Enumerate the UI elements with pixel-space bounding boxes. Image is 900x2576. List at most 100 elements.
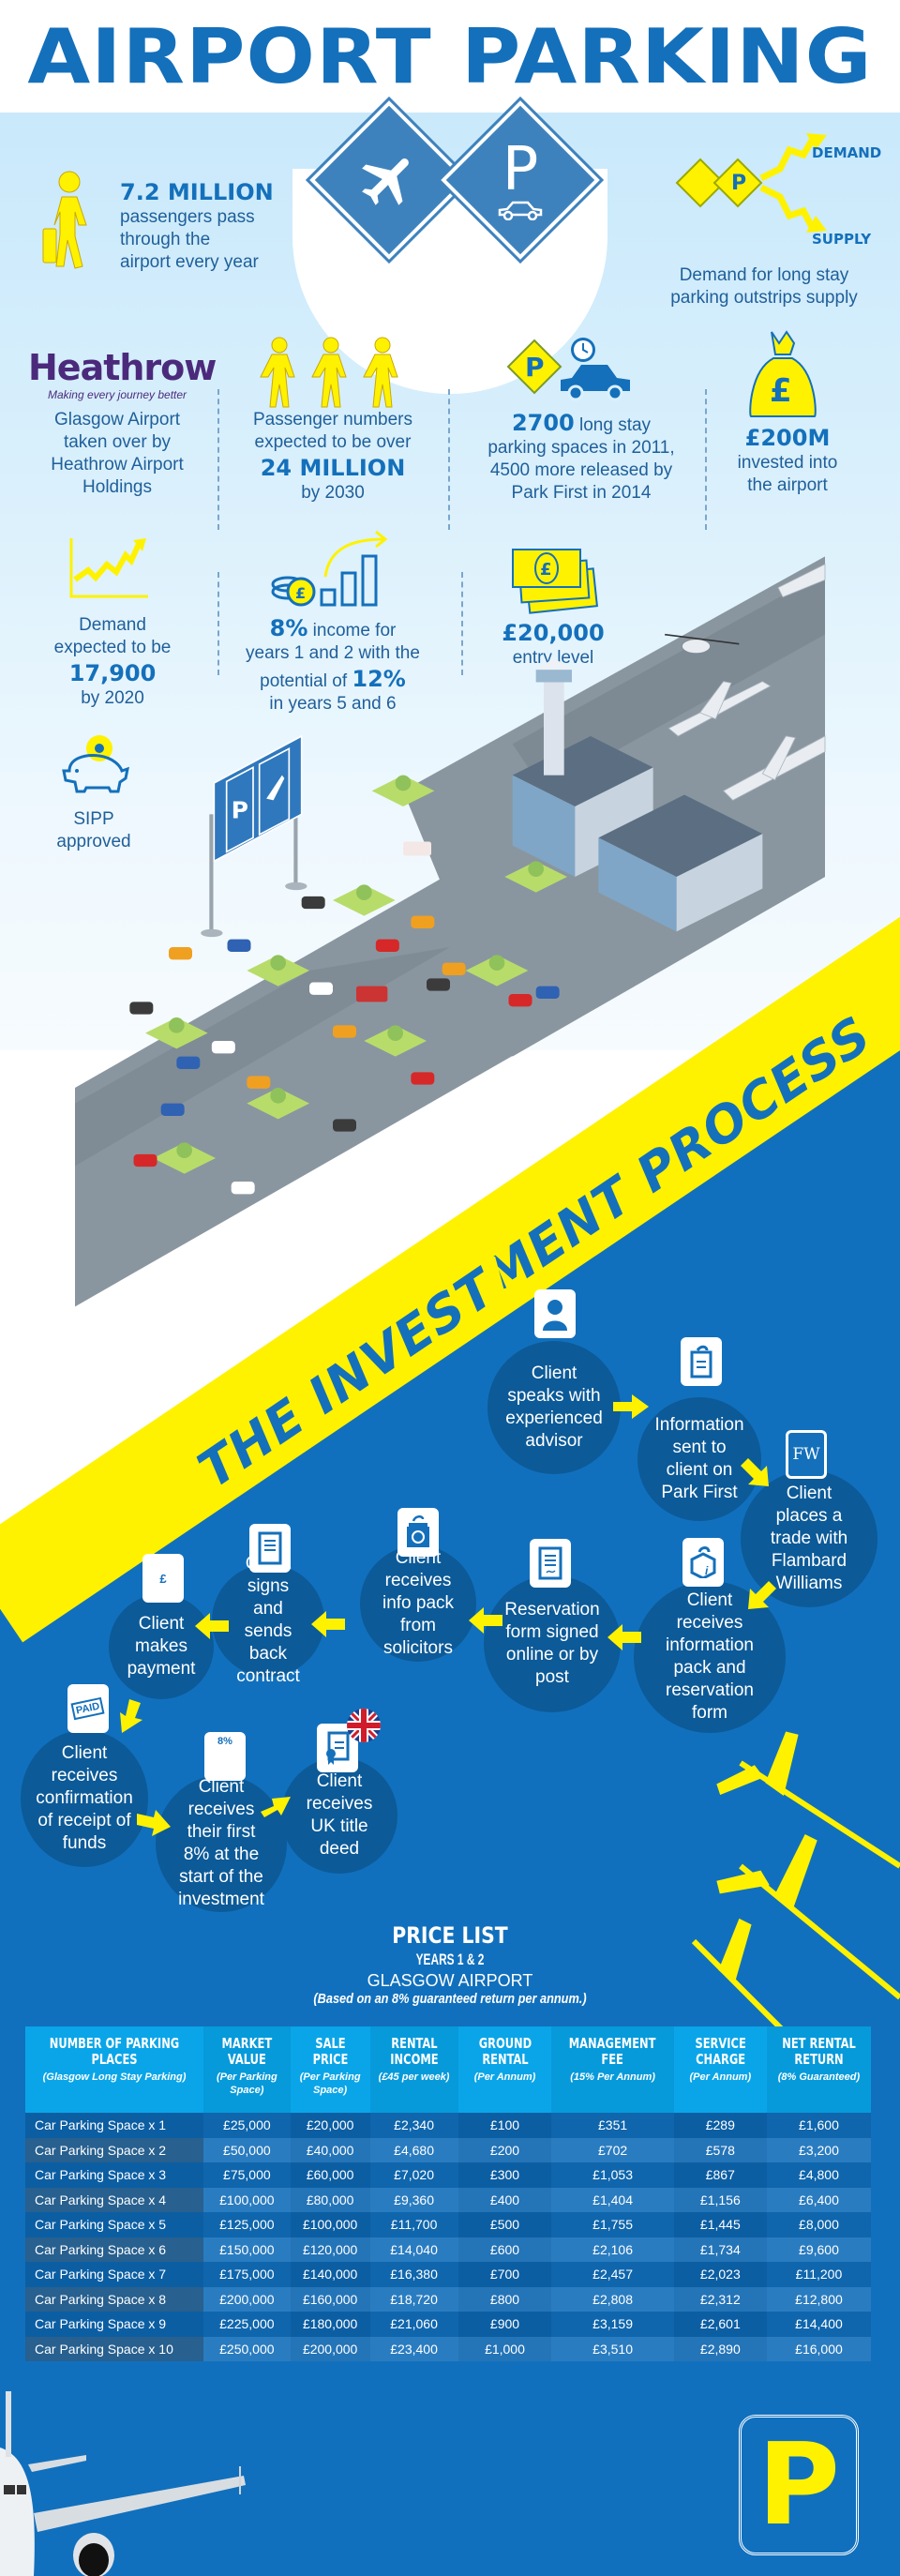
table-cell: £75,000 bbox=[203, 2162, 291, 2188]
table-cell: £200,000 bbox=[290, 2336, 370, 2361]
table-cell: £1,404 bbox=[551, 2187, 674, 2212]
table-cell: £2,601 bbox=[673, 2312, 767, 2337]
table-cell: £11,200 bbox=[766, 2262, 871, 2287]
piggy-bank-icon bbox=[62, 735, 129, 793]
process-step-5: Reservation form signed online or by pos… bbox=[484, 1575, 621, 1712]
table-cell: £16,000 bbox=[766, 2336, 871, 2361]
table-cell: £225,000 bbox=[203, 2312, 291, 2337]
stat-entry-level: £20,000 entry level bbox=[502, 620, 605, 668]
table-cell: £702 bbox=[551, 2137, 674, 2162]
table-cell: £100 bbox=[458, 2113, 552, 2138]
arrow-left-icon bbox=[311, 1611, 345, 1637]
table-cell: £400 bbox=[458, 2187, 552, 2212]
parking-letter: P bbox=[502, 135, 539, 204]
row-label: Car Parking Space x 2 bbox=[25, 2137, 203, 2162]
table-cell: £23,400 bbox=[369, 2336, 458, 2361]
car-icon bbox=[498, 201, 543, 220]
process-step-3: Client places a trade with Flambard Will… bbox=[741, 1470, 878, 1607]
income-growth-icon: £ bbox=[271, 530, 388, 607]
divider bbox=[218, 389, 219, 530]
document-send-icon bbox=[681, 1337, 722, 1386]
table-cell: £40,000 bbox=[290, 2137, 370, 2162]
row-label: Car Parking Space x 10 bbox=[25, 2336, 203, 2361]
table-cell: £4,800 bbox=[766, 2162, 871, 2188]
paid-stamp-icon: PAID bbox=[68, 1684, 109, 1733]
table-cell: £100,000 bbox=[290, 2212, 370, 2237]
table-cell: £1,600 bbox=[766, 2113, 871, 2138]
row-label: Car Parking Space x 3 bbox=[25, 2162, 203, 2188]
table-cell: £125,000 bbox=[203, 2212, 291, 2237]
passenger-group-icon bbox=[260, 337, 398, 408]
table-row: Car Parking Space x 4£100,000£80,000£9,3… bbox=[25, 2187, 871, 2212]
table-cell: £867 bbox=[673, 2162, 767, 2188]
process-step-1: Client speaks with experienced advisor bbox=[488, 1341, 621, 1474]
parking-sign-diamond: P bbox=[436, 96, 605, 264]
divider bbox=[448, 389, 450, 530]
table-cell: £14,040 bbox=[369, 2237, 458, 2262]
table-cell: £50,000 bbox=[203, 2137, 291, 2162]
parking-sign-icon: P bbox=[739, 2415, 859, 2555]
airport-sign-diamond bbox=[305, 96, 473, 264]
table-cell: £150,000 bbox=[203, 2237, 291, 2262]
row-label: Car Parking Space x 7 bbox=[25, 2262, 203, 2287]
price-list-note: (Based on an 8% guaranteed return per an… bbox=[313, 1991, 587, 2007]
arrow-down-right-icon bbox=[741, 1458, 769, 1486]
stat-passengers: 7.2 MILLION passengers pass through the … bbox=[120, 179, 274, 272]
column-header: MANAGEMENT FEE(15% Per Annum) bbox=[551, 2026, 674, 2113]
info-pack-icon bbox=[398, 1508, 439, 1557]
signed-form-icon bbox=[530, 1539, 571, 1588]
table-cell: £1,053 bbox=[551, 2162, 674, 2188]
process-step-11: Client receives UK title deed bbox=[281, 1757, 398, 1874]
row-label: Car Parking Space x 4 bbox=[25, 2187, 203, 2212]
process-step-10: Client receives their first 8% at the st… bbox=[156, 1775, 287, 1912]
info-box-icon: i bbox=[682, 1538, 724, 1587]
table-cell: £578 bbox=[673, 2137, 767, 2162]
table-cell: £200,000 bbox=[203, 2286, 291, 2312]
divider bbox=[705, 389, 707, 530]
terminal-building bbox=[512, 657, 763, 932]
row-label: Car Parking Space x 8 bbox=[25, 2286, 203, 2312]
walking-passenger-icon bbox=[42, 171, 87, 269]
table-cell: £289 bbox=[673, 2113, 767, 2138]
table-row: Car Parking Space x 5£125,000£100,000£11… bbox=[25, 2212, 871, 2237]
page-title: AIRPORT PARKING bbox=[27, 13, 873, 100]
svg-text:i: i bbox=[705, 1564, 709, 1577]
table-cell: £2,457 bbox=[551, 2262, 674, 2287]
table-cell: £2,808 bbox=[551, 2286, 674, 2312]
stat-parking-spaces: 2700 long stay parking spaces in 2011, 4… bbox=[488, 410, 675, 503]
column-header: SALE PRICE(Per Parking Space) bbox=[290, 2026, 370, 2113]
table-cell: £120,000 bbox=[290, 2237, 370, 2262]
table-cell: £12,800 bbox=[766, 2286, 871, 2312]
table-cell: £7,020 bbox=[369, 2162, 458, 2188]
stat-passenger-growth: Passenger numbers expected to be over 24… bbox=[252, 410, 413, 503]
table-cell: £9,600 bbox=[766, 2237, 871, 2262]
rising-chart-icon bbox=[69, 538, 148, 598]
table-cell: £6,400 bbox=[766, 2187, 871, 2212]
table-cell: £900 bbox=[458, 2312, 552, 2337]
price-list-years: YEARS 1 & 2 bbox=[415, 1951, 485, 1968]
table-cell: £2,312 bbox=[673, 2286, 767, 2312]
parking-airport-sign: P bbox=[201, 734, 308, 938]
arrow-left-icon bbox=[469, 1607, 502, 1634]
airplane-icon bbox=[362, 158, 409, 205]
table-cell: £2,106 bbox=[551, 2237, 674, 2262]
parked-planes bbox=[668, 563, 826, 801]
stat-sipp: SIPP approved bbox=[56, 809, 131, 851]
row-label: Car Parking Space x 1 bbox=[25, 2113, 203, 2138]
stat-investment: £200M invested into the airport bbox=[737, 425, 838, 495]
divider bbox=[218, 572, 219, 675]
column-header: NUMBER OF PARKING PLACES(Glasgow Long St… bbox=[25, 2026, 203, 2113]
price-table: NUMBER OF PARKING PLACES(Glasgow Long St… bbox=[25, 2026, 871, 2361]
svg-text:P: P bbox=[232, 797, 248, 824]
svg-text:P: P bbox=[525, 352, 545, 383]
arrow-right-icon bbox=[261, 1797, 291, 1817]
payment-icon: £ bbox=[142, 1554, 184, 1603]
price-list-airport: GLASGOW AIRPORT bbox=[367, 1971, 533, 1990]
airport-carpark-illustration: P bbox=[75, 556, 826, 1307]
column-header: SERVICE CHARGE(Per Annum) bbox=[673, 2026, 767, 2113]
table-cell: £600 bbox=[458, 2237, 552, 2262]
table-cell: £140,000 bbox=[290, 2262, 370, 2287]
column-header: NET RENTAL RETURN(8% Guaranteed) bbox=[766, 2026, 871, 2113]
process-step-2: Information sent to client on Park First bbox=[638, 1397, 761, 1521]
